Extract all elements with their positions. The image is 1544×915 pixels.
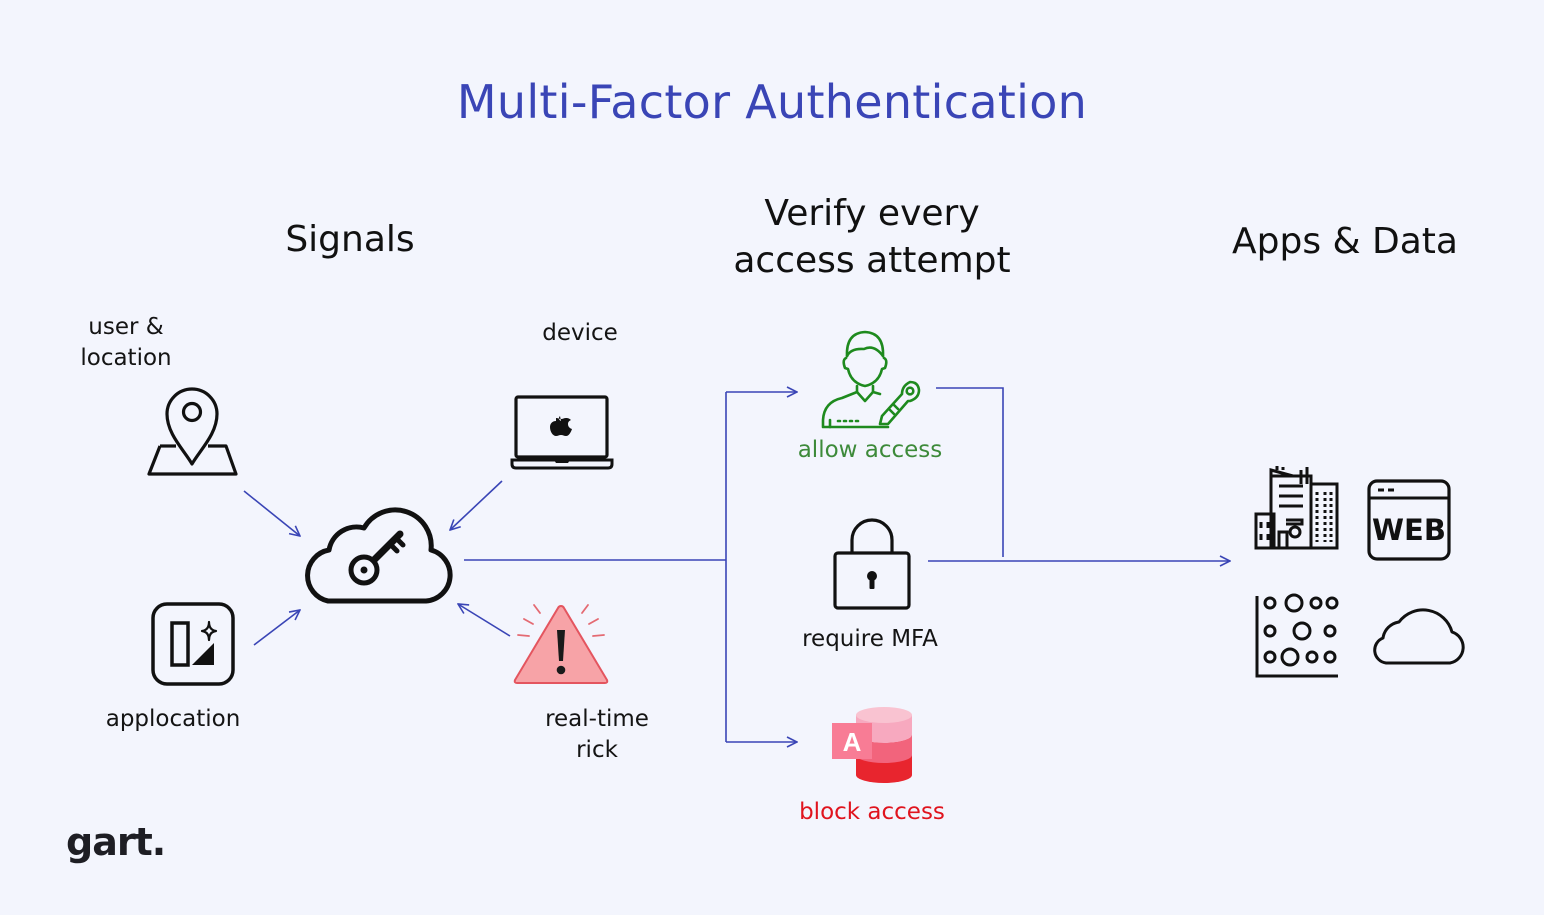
cloud-key-icon [305,507,453,604]
warning-icon [513,604,609,684]
page-title: Multi-Factor Authentication [456,75,1088,129]
web-browser-icon: WEB [1367,479,1451,561]
label-device: device [542,320,618,346]
user-key-icon [821,330,921,429]
cloud-icon [1373,608,1465,665]
gart-logo: gart. [66,820,166,864]
padlock-icon [833,518,911,610]
laptop-icon [510,395,614,470]
arrow-app-to-cloud [253,610,300,646]
application-icon [151,602,235,686]
line-allow-join [936,387,1004,557]
access-letter: A [843,727,862,757]
arrow-device-to-cloud [450,480,503,530]
signals-heading: Signals [285,219,415,260]
label-allow-access: allow access [797,437,943,463]
label-application: applocation [105,706,241,732]
arrow-risk-to-cloud [458,604,511,637]
label-block-access: block access [799,799,945,825]
label-user-location-1: user & [88,314,164,340]
database-access-icon: A [832,707,912,783]
label-user-location-2: location [80,345,172,371]
map-pin-icon [147,387,238,476]
arrow-location-to-cloud [243,490,300,536]
label-real-time-1: real-time [545,706,649,732]
verify-heading-line2: access attempt [733,240,1011,281]
label-real-time-2: rick [576,737,618,763]
verify-heading-line1: Verify every [764,193,980,234]
web-label: WEB [1372,513,1446,547]
apps-data-heading: Apps & Data [1231,221,1458,262]
data-grid-icon [1255,593,1339,678]
label-require-mfa: require MFA [802,626,938,652]
buildings-icon [1254,466,1339,550]
